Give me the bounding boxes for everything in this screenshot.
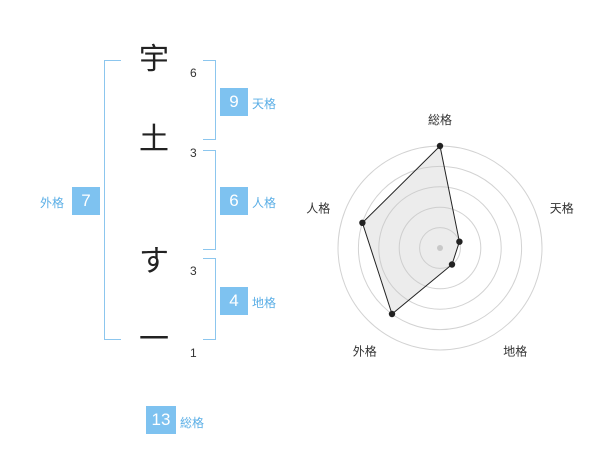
- radar-axis-label: 天格: [550, 200, 574, 215]
- name-char-2: 土: [139, 122, 169, 157]
- jinkaku-label: 人格: [252, 196, 277, 210]
- gaikaku-value: 7: [72, 187, 100, 215]
- stroke-count-4: 1: [190, 346, 197, 360]
- radar-axis-label: 人格: [306, 200, 330, 215]
- radar-ring: [357, 165, 523, 331]
- stroke-count-1: 6: [190, 66, 197, 80]
- soukaku-value: 13: [146, 406, 176, 434]
- radar-axis-label: 地格: [503, 344, 527, 359]
- radar-point: [456, 238, 463, 245]
- stroke-count-3: 3: [190, 264, 197, 278]
- radar-ring: [419, 227, 461, 269]
- radar-center-dot: [437, 245, 443, 251]
- jinkaku-value: 6: [220, 187, 248, 215]
- radar-point: [388, 310, 396, 318]
- radar-point: [448, 261, 456, 268]
- stroke-count-2: 3: [190, 146, 197, 160]
- radar-point: [436, 142, 444, 150]
- radar-axis-label: 総格: [428, 112, 452, 127]
- radar-ring: [378, 186, 502, 310]
- jinkaku-bracket: [203, 150, 216, 250]
- soukaku-label: 総格: [180, 416, 205, 430]
- chikaku-bracket: [203, 258, 216, 340]
- tenkaku-bracket: [203, 60, 216, 140]
- name-char-1: 宇: [139, 42, 169, 77]
- chikaku-value: 4: [220, 287, 248, 315]
- tenkaku-label: 天格: [252, 97, 277, 111]
- radar-point: [359, 219, 366, 226]
- name-char-4: 一: [139, 322, 169, 357]
- gaikaku-bracket: [104, 60, 121, 340]
- radar-ring: [398, 206, 482, 290]
- chikaku-label: 地格: [252, 296, 277, 310]
- name-char-3: す: [139, 244, 169, 279]
- tenkaku-value: 9: [220, 88, 248, 116]
- gaikaku-label: 外格: [40, 196, 65, 210]
- radar-axis-label: 外格: [353, 344, 377, 359]
- radar-series-area: [361, 144, 460, 315]
